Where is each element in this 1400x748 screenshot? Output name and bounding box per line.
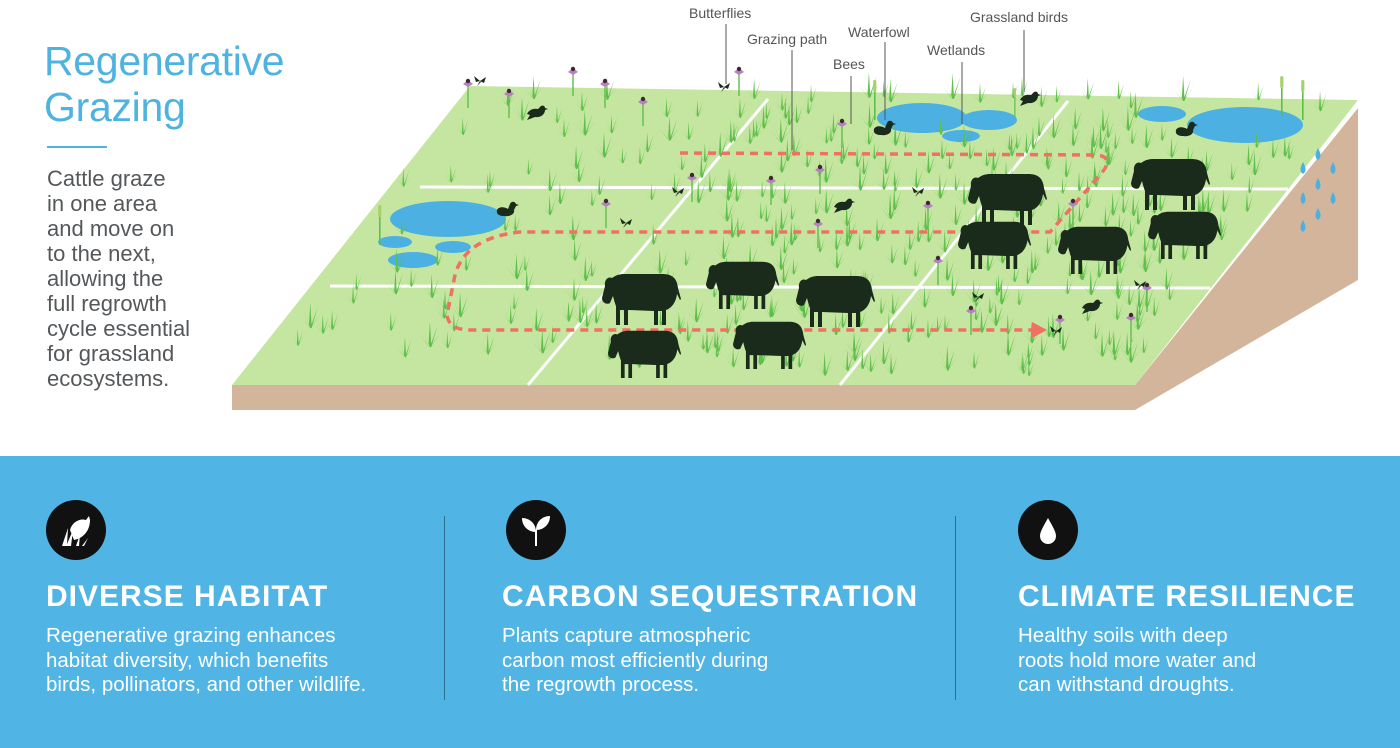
- benefits-panel: DIVERSE HABITAT Regenerative grazing enh…: [0, 456, 1400, 748]
- benefit-heading: DIVERSE HABITAT: [46, 580, 329, 613]
- benefit-description: Healthy soils with deep roots hold more …: [1018, 624, 1400, 698]
- intro-line: Cattle graze: [47, 166, 166, 191]
- label-wetlands: Wetlands: [927, 42, 985, 58]
- benefit-heading: CLIMATE RESILIENCE: [1018, 580, 1356, 613]
- description-line: carbon most efficiently during: [502, 648, 769, 672]
- description-line: Regenerative grazing enhances: [46, 624, 336, 647]
- benefit-description: Plants capture atmospheric carbon most e…: [502, 624, 892, 698]
- illustration-area: Regenerative Grazing Cattle graze in one…: [44, 5, 1358, 410]
- grazing-path-arrowhead: [1032, 322, 1047, 338]
- title-line-1: Regenerative: [44, 38, 285, 84]
- sprout-icon: [506, 500, 566, 560]
- rain-drops: [1300, 148, 1336, 232]
- grass-tuft: [1251, 82, 1266, 101]
- description-line: roots hold more water and: [1018, 648, 1257, 672]
- description-line: can withstand droughts.: [1018, 673, 1235, 696]
- callout-lines: [725, 24, 1025, 150]
- label-grassland-birds: Grassland birds: [970, 9, 1068, 25]
- column-divider: [955, 516, 956, 700]
- grazing-path-line: [445, 151, 1109, 332]
- intro-text: Cattle graze in one area and move on to …: [47, 166, 227, 391]
- title-underline: [47, 146, 107, 148]
- intro-line: and move on: [47, 216, 175, 241]
- title-line-2: Grazing: [44, 84, 186, 130]
- description-line: the regrowth process.: [502, 673, 700, 696]
- intro-line: allowing the: [47, 266, 164, 291]
- benefit-description: Regenerative grazing enhances habitat di…: [46, 624, 436, 698]
- bird-grass-icon: [46, 500, 106, 560]
- label-grazing-path: Grazing path: [747, 31, 827, 47]
- pasture-diagram: Butterflies Grazing path Waterfowl Bees …: [232, 5, 1358, 410]
- intro-line: for grassland: [47, 341, 175, 366]
- label-waterfowl: Waterfowl: [848, 24, 910, 40]
- intro-line: in one area: [47, 191, 158, 216]
- page-title: Regenerative Grazing: [44, 38, 344, 130]
- intro-line: to the next,: [47, 241, 156, 266]
- label-butterflies: Butterflies: [689, 5, 751, 21]
- description-line: Plants capture atmospheric: [502, 624, 751, 647]
- column-divider: [444, 516, 445, 700]
- intro-line: cycle essential: [47, 316, 191, 341]
- intro-line: full regrowth: [47, 291, 167, 316]
- benefit-heading: CARBON SEQUESTRATION: [502, 580, 919, 613]
- intro-line: ecosystems.: [47, 366, 170, 391]
- description-line: Healthy soils with deep: [1018, 624, 1228, 647]
- description-line: habitat diversity, which benefits: [46, 648, 329, 672]
- description-line: birds, pollinators, and other wildlife.: [46, 673, 367, 696]
- label-bees: Bees: [833, 56, 865, 72]
- water-drop-icon: [1018, 500, 1078, 560]
- wetland-ponds: [378, 103, 1303, 268]
